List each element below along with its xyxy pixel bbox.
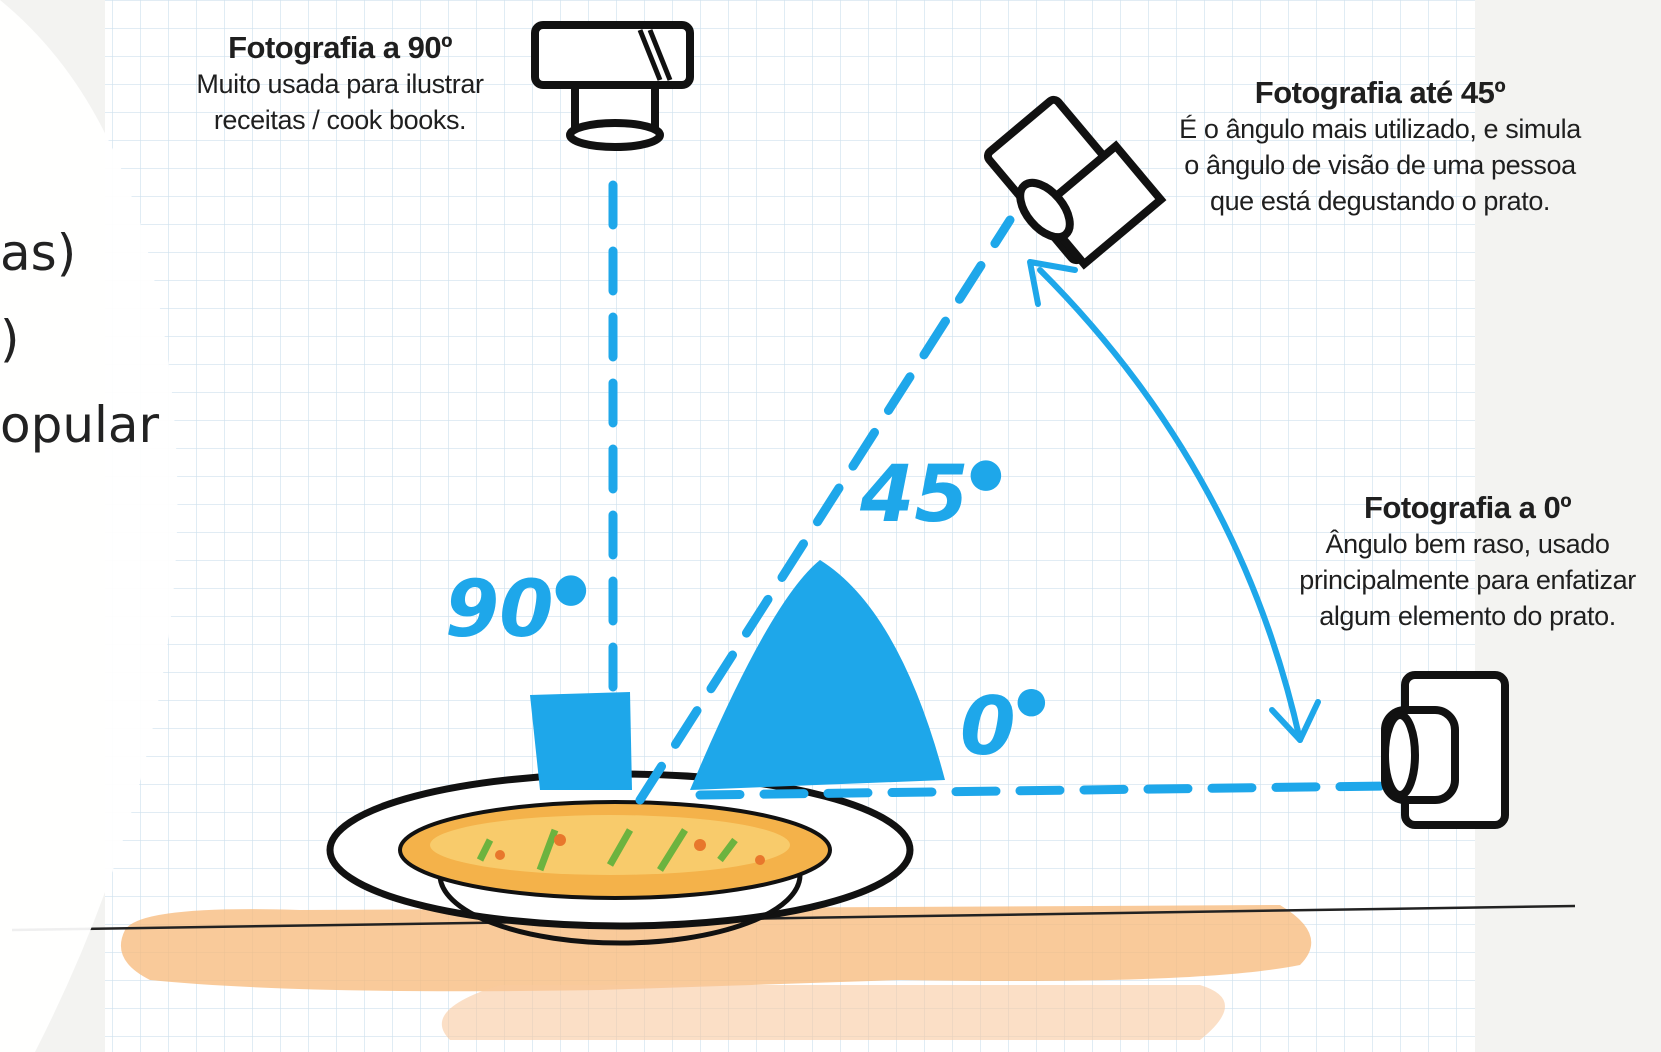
angle-label-90-value: 90 — [445, 565, 554, 655]
slide-line-3: opular — [0, 396, 160, 454]
angle-label-45-value: 45 — [860, 450, 969, 540]
caption-0-line-2: principalmente para enfatizar — [1299, 565, 1636, 595]
slide-text-fragments: as) ) opular — [0, 210, 159, 468]
caption-90-title: Fotografia a 90º — [228, 30, 452, 65]
slide-line-1: as) — [0, 224, 77, 282]
caption-0-line-1: Ângulo bem raso, usado — [1325, 529, 1610, 559]
slide-line-2: ) — [0, 310, 20, 368]
caption-45-line-3: que está degustando o prato. — [1209, 186, 1551, 216]
angle-shading — [530, 560, 945, 790]
caption-45-line-2: o ângulo de visão de uma pessoa — [1184, 150, 1576, 180]
angle-label-45: 45● — [860, 450, 1004, 540]
caption-45-title: Fotografia até 45º — [1254, 75, 1506, 110]
caption-0: Fotografia a 0º Ângulo bem raso, usado p… — [1275, 490, 1660, 634]
table-shadow — [120, 905, 1312, 1040]
caption-0-title: Fotografia a 0º — [1363, 490, 1572, 525]
angle-label-0: 0● — [960, 680, 1048, 773]
caption-0-line-3: algum elemento do prato. — [1319, 601, 1616, 631]
table-edge-line — [11, 904, 1576, 932]
angle-guides — [608, 180, 1390, 805]
caption-45: Fotografia até 45º É o ângulo mais utili… — [1160, 75, 1600, 219]
caption-45-line-1: É o ângulo mais utilizado, e simula — [1179, 114, 1581, 144]
angle-label-90: 90● — [445, 565, 589, 655]
caption-90: Fotografia a 90º Muito usada para ilustr… — [170, 30, 510, 138]
camera-0-icon — [1381, 671, 1509, 829]
slide-left-panel — [0, 0, 178, 1052]
camera-45-icon — [983, 95, 1167, 270]
camera-90-icon — [531, 21, 694, 151]
plate-with-pasta — [326, 770, 914, 946]
angle-label-0-value: 0 — [960, 680, 1016, 773]
caption-90-line-2: receitas / cook books. — [213, 105, 467, 135]
angle-arrow — [1027, 259, 1321, 743]
caption-90-line-1: Muito usada para ilustrar — [196, 69, 484, 99]
